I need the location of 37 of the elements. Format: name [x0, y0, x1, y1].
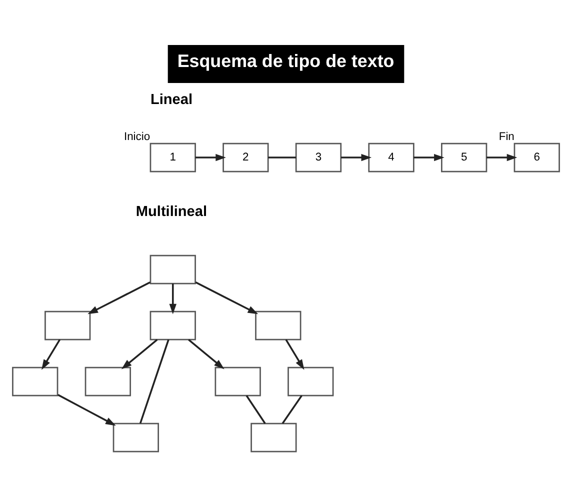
label: Multilineal — [136, 204, 208, 220]
label: Lineal — [150, 92, 193, 108]
node-box: 4 — [368, 142, 414, 172]
node-box — [250, 422, 297, 452]
node-box — [150, 254, 196, 284]
node-box — [214, 366, 261, 396]
arrow — [58, 394, 116, 426]
arrow — [285, 338, 304, 370]
arrow — [88, 281, 150, 314]
arrow — [340, 153, 372, 161]
connector — [246, 394, 266, 424]
arrow — [414, 153, 444, 161]
node-box — [288, 366, 334, 396]
arrow — [195, 153, 226, 161]
node-label: Fin — [498, 130, 514, 143]
connector — [282, 394, 302, 424]
node-box — [150, 310, 196, 340]
arrow — [486, 153, 518, 161]
node-box — [112, 422, 159, 452]
node-box: 5 — [441, 142, 488, 172]
arrow — [121, 338, 158, 369]
arrow — [169, 283, 176, 314]
node-box — [12, 366, 58, 396]
node-box — [44, 310, 91, 340]
node-box: 3 — [295, 142, 342, 172]
node-box: 6 — [514, 142, 560, 172]
connector — [268, 156, 296, 158]
node-box — [255, 310, 302, 340]
arrow — [42, 338, 60, 370]
arrow — [188, 338, 224, 369]
node-label: Inicio — [124, 130, 150, 143]
diagram-title: Esquema de tipo de texto — [177, 50, 394, 71]
connector — [139, 338, 170, 424]
node-box: 1 — [150, 142, 196, 172]
arrow — [195, 281, 258, 314]
node-box: 2 — [222, 142, 269, 172]
node-box — [84, 366, 131, 396]
